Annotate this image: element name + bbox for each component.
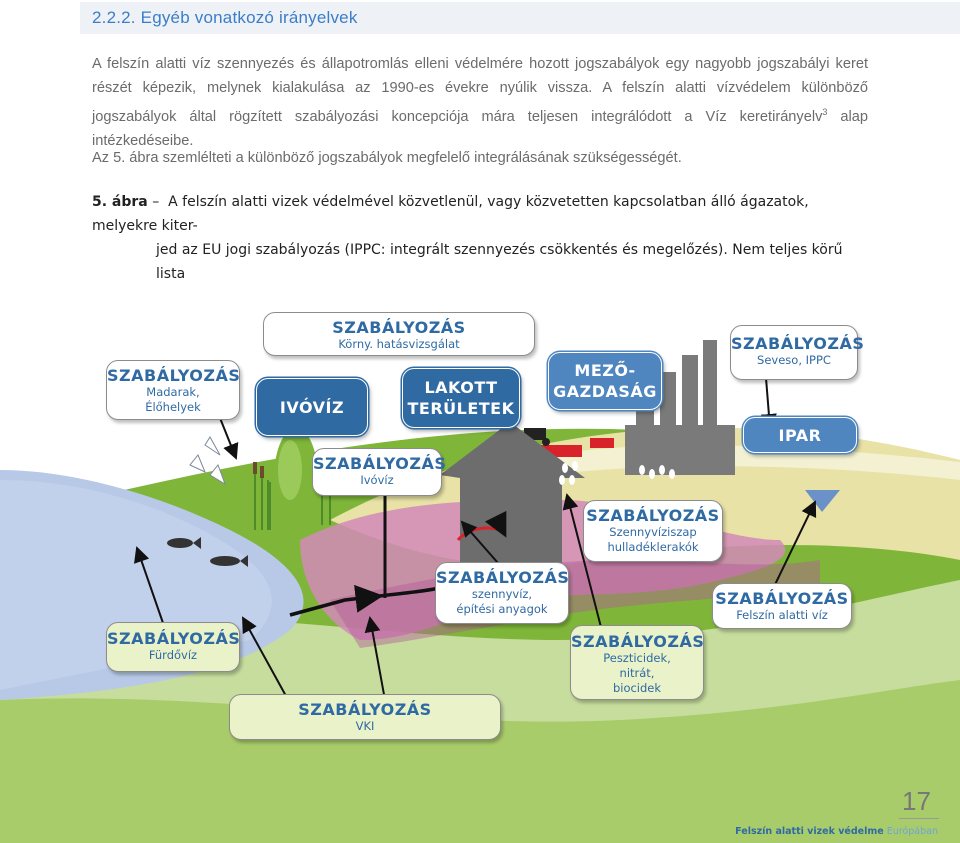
sector-agriculture[interactable]: MEZŐ- GAZDASÁG [548, 352, 662, 410]
sector-label: GAZDASÁG [549, 381, 661, 402]
regulation-sub: biocidek [571, 681, 703, 696]
regulation-sub: Seveso, IPPC [731, 353, 857, 368]
sector-label: MEZŐ- [549, 360, 661, 381]
regulation-sub: VKI [230, 719, 500, 734]
regulation-sub: Körny. hatásvizsgálat [264, 337, 534, 352]
regulation-sub: Ivóvíz [313, 473, 441, 488]
regulation-sub: szennyvíz, [436, 587, 568, 602]
footer-sub: Európában [884, 826, 938, 837]
regulation-box-drinking[interactable]: SZABÁLYOZÁS Ivóvíz [312, 448, 442, 496]
footer-title: Felszín alatti vizek védelme [735, 826, 884, 837]
regulation-title: SZABÁLYOZÁS [107, 366, 239, 385]
regulation-sub: hulladéklerakók [584, 540, 722, 555]
sector-drinking-water[interactable]: IVÓVÍZ [256, 378, 368, 436]
regulation-title: SZABÁLYOZÁS [313, 454, 441, 473]
regulation-title: SZABÁLYOZÁS [436, 568, 568, 587]
sector-industry[interactable]: IPAR [743, 417, 857, 453]
regulation-sub: nitrát, [571, 666, 703, 681]
regulation-box-groundwater[interactable]: SZABÁLYOZÁS Felszín alatti víz [712, 583, 852, 629]
regulation-sub: Szennyvíziszap [584, 525, 722, 540]
regulation-box-pesticides[interactable]: SZABÁLYOZÁS Peszticidek, nitrát, biocide… [570, 625, 704, 700]
regulation-title: SZABÁLYOZÁS [584, 506, 722, 525]
regulation-title: SZABÁLYOZÁS [230, 700, 500, 719]
regulation-title: SZABÁLYOZÁS [264, 318, 534, 337]
regulation-title: SZABÁLYOZÁS [107, 629, 239, 648]
page-number: 17 [902, 786, 931, 817]
regulation-sub: építési anyagok [436, 602, 568, 617]
regulation-sub: Élőhelyek [107, 400, 239, 415]
regulation-sub: Peszticidek, [571, 651, 703, 666]
regulation-sub: Fürdővíz [107, 648, 239, 663]
sector-label: IPAR [744, 425, 856, 446]
sector-residential[interactable]: LAKOTT TERÜLETEK [402, 368, 520, 428]
sector-label: LAKOTT [403, 377, 519, 398]
regulation-box-birds[interactable]: SZABÁLYOZÁS Madarak, Élőhelyek [106, 360, 240, 420]
page-number-rule [899, 818, 939, 819]
sector-label: TERÜLETEK [403, 398, 519, 419]
regulation-sub: Madarak, [107, 385, 239, 400]
regulation-sub: Felszín alatti víz [713, 608, 851, 623]
regulation-box-sludge[interactable]: SZABÁLYOZÁS Szennyvíziszap hulladéklerak… [583, 500, 723, 562]
regulation-title: SZABÁLYOZÁS [731, 334, 857, 353]
sector-label: IVÓVÍZ [257, 397, 367, 418]
regulation-title: SZABÁLYOZÁS [571, 632, 703, 651]
regulation-box-seveso[interactable]: SZABÁLYOZÁS Seveso, IPPC [730, 325, 858, 380]
regulation-box-eia[interactable]: SZABÁLYOZÁS Körny. hatásvizsgálat [263, 312, 535, 356]
red-roof-1 [590, 438, 614, 448]
regulation-box-wfd[interactable]: SZABÁLYOZÁS VKI [229, 694, 501, 740]
regulation-box-bathing[interactable]: SZABÁLYOZÁS Fürdővíz [106, 622, 240, 672]
regulation-title: SZABÁLYOZÁS [713, 589, 851, 608]
regulation-box-sewage[interactable]: SZABÁLYOZÁS szennyvíz, építési anyagok [435, 562, 569, 624]
running-footer: Felszín alatti vizek védelme Európában [735, 826, 938, 837]
